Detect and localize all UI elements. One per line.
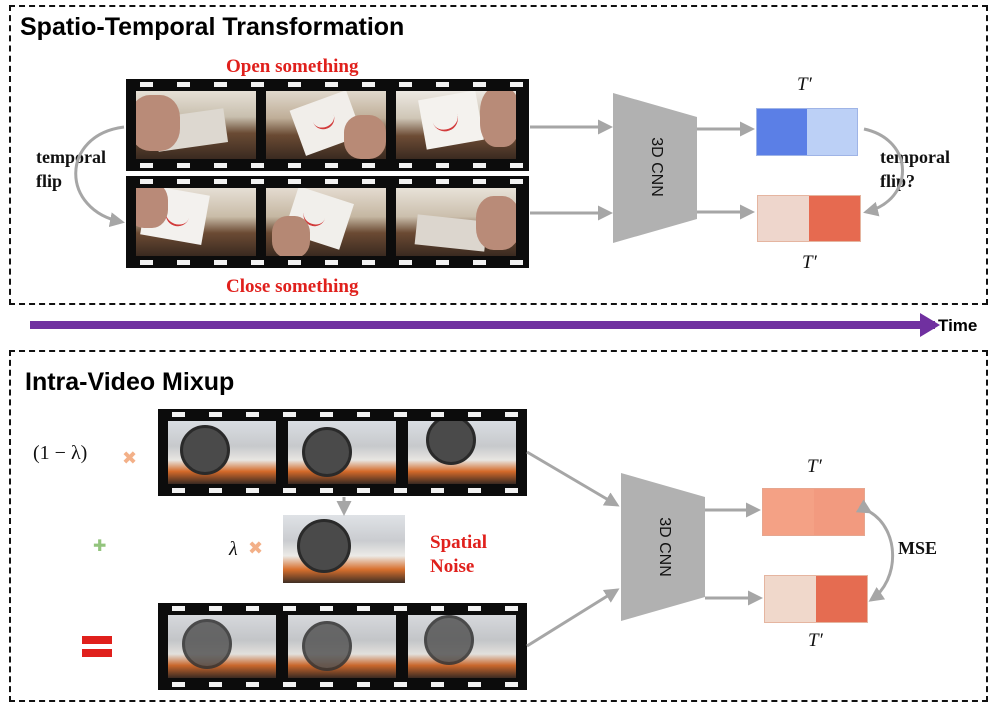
- plus-icon: ✚: [93, 538, 107, 555]
- equals-icon: [82, 636, 112, 658]
- t-prime-bottom-label: T′: [802, 252, 817, 273]
- close-something-label: Close something: [226, 276, 359, 297]
- spatial-noise-label: Spatial Noise: [430, 531, 487, 579]
- time-arrow: [30, 321, 935, 329]
- time-arrow-head: [920, 313, 940, 337]
- mse-label: MSE: [898, 538, 938, 558]
- video-frame: [168, 615, 276, 678]
- open-something-label: Open something: [226, 56, 359, 77]
- video-frame: [396, 188, 516, 256]
- t-prime-bottom-label-bottom: T′: [808, 630, 823, 651]
- t-prime-top-label: T′: [797, 74, 812, 95]
- feature-red: [757, 195, 861, 242]
- t-prime-top-label-bottom: T′: [807, 456, 822, 477]
- one-minus-lambda-label: (1 − λ): [33, 442, 88, 464]
- spatio-temporal-panel: [9, 5, 988, 305]
- film-strip-open: [126, 79, 529, 171]
- film-strip-mixed: [158, 603, 527, 690]
- video-frame: [168, 421, 276, 484]
- arrow-mixed-to-cnn: [526, 588, 620, 648]
- feature-salmon: [762, 488, 865, 536]
- video-frame: [408, 615, 516, 678]
- spatial-noise-line2: Noise: [430, 556, 475, 577]
- feature-blue: [756, 108, 858, 156]
- cnn-block-top: [613, 93, 697, 243]
- arrow-temporal-flip-left: [74, 125, 125, 228]
- times-icon-2: ✖: [248, 538, 264, 558]
- video-frame: [408, 421, 516, 484]
- temporal-flip-label: temporal flip: [36, 145, 106, 193]
- arrow-original-to-cnn: [526, 450, 620, 507]
- lambda-label: λ: [229, 538, 238, 560]
- time-label: Time: [938, 316, 978, 335]
- video-frame: [288, 421, 396, 484]
- video-frame: [266, 91, 386, 159]
- video-frame: [136, 188, 256, 256]
- spatial-noise-line1: Spatial: [430, 532, 488, 553]
- arrow-temporal-flip-right: [863, 127, 904, 217]
- video-frame: [396, 91, 516, 159]
- intra-video-mixup-panel: [9, 350, 988, 702]
- film-strip-original: [158, 409, 527, 496]
- cnn-block-bottom: [621, 473, 705, 621]
- temporal-flip-line2: flip: [36, 171, 63, 191]
- temporal-flip-question-line2: flip?: [880, 171, 916, 191]
- video-frame: [288, 615, 396, 678]
- feature-mixed: [764, 575, 868, 623]
- spatio-temporal-title: Spatio-Temporal Transformation: [20, 13, 405, 41]
- intra-video-mixup-title: Intra-Video Mixup: [25, 368, 235, 396]
- times-icon: ✖: [122, 448, 138, 468]
- arrow-mse: [855, 499, 894, 602]
- temporal-flip-line1: temporal: [36, 147, 106, 167]
- video-frame: [266, 188, 386, 256]
- video-frame: [136, 91, 256, 159]
- film-strip-close: [126, 176, 529, 268]
- spatial-noise-frame: [283, 515, 405, 583]
